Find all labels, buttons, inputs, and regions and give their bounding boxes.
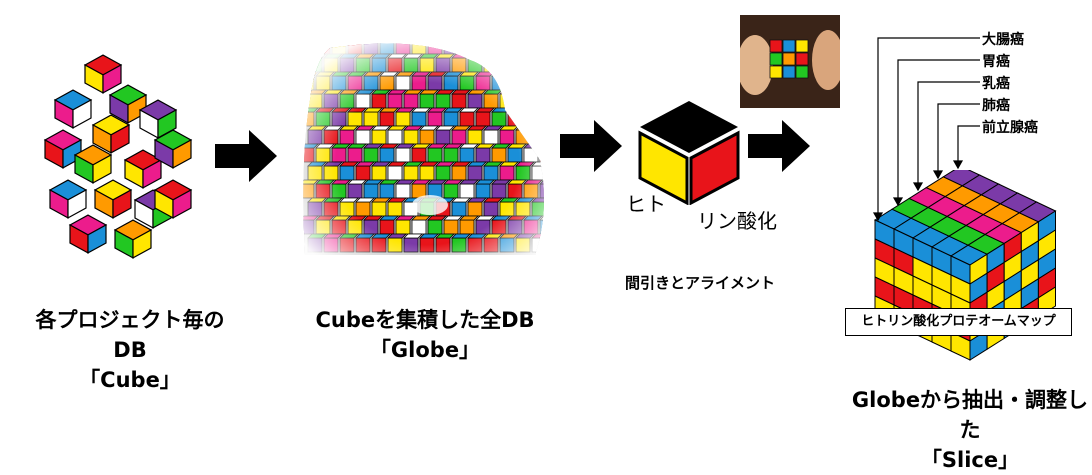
pointer-line [897, 59, 980, 205]
pointer-arrowhead [932, 170, 944, 180]
globe-cube [548, 234, 555, 252]
slice-caption: Globeから抽出・調整した 「Slice」 [850, 385, 1090, 475]
scattered-cube [73, 144, 113, 184]
globe-cube [531, 89, 545, 109]
cancer-label: 肺癌 [982, 98, 1010, 114]
arrow-right-icon [748, 120, 810, 172]
cube-icon [638, 101, 740, 205]
globe-cube [531, 53, 545, 73]
globe-cube [515, 89, 535, 109]
globe-cube [483, 53, 503, 73]
pointer-line [917, 81, 980, 190]
globe-caption: Cubeを集積した全DB 「Globe」 [305, 305, 545, 365]
cancer-label: 大腸癌 [982, 32, 1024, 48]
globe-cube [491, 43, 507, 55]
scattered-cube [68, 214, 108, 254]
pointer-arrowhead [872, 212, 884, 222]
scattered-cube [43, 129, 83, 169]
scattered-cube [113, 219, 153, 259]
cancer-pointer-lines [872, 37, 980, 222]
globe-cube [523, 43, 539, 55]
globe-cube [548, 90, 555, 108]
globe-cube [303, 43, 315, 55]
alignment-caption: 間引きとアライメント [625, 274, 776, 292]
globe-cube [515, 53, 535, 73]
pointer-line [957, 125, 980, 168]
cube-caption-line2: 「Cube」 [79, 368, 181, 392]
cancer-label: 乳癌 [982, 76, 1010, 92]
globe-cube [548, 54, 555, 72]
slice-caption-line1: Globeから抽出・調整した [851, 388, 1089, 442]
globe-cube [539, 143, 545, 163]
globe-cube [459, 43, 475, 55]
scattered-cube [138, 99, 178, 139]
globe-cube [507, 43, 523, 55]
globe-cube [548, 198, 555, 216]
globe-cube [523, 107, 543, 127]
arrow-right-icon [215, 130, 277, 182]
scattered-cube [48, 179, 88, 219]
pointer-arrowhead [892, 197, 904, 207]
slice-banner: ヒトリン酸化プロテオームマップ [845, 308, 1072, 336]
scattered-cubes-illustration [43, 54, 193, 259]
globe-caption-line1: Cubeを集積した全DB [315, 308, 535, 332]
pointer-line [937, 103, 980, 178]
globe-cube [539, 43, 545, 55]
globe-cube [475, 43, 491, 55]
pointer-line [877, 37, 980, 220]
face-label-human: ヒト [626, 192, 666, 216]
globe-illustration [303, 43, 555, 256]
cancer-label: 胃癌 [982, 54, 1010, 70]
globe-caption-line2: 「Globe」 [369, 338, 481, 362]
scattered-cube [83, 54, 123, 94]
scattered-cube [53, 89, 93, 129]
pointer-arrowhead [952, 160, 964, 170]
pointer-arrowhead [912, 182, 924, 192]
globe-cube [548, 126, 555, 144]
scattered-cube [91, 114, 131, 154]
globe-cube [539, 71, 545, 91]
arrow-right-icon [560, 120, 622, 172]
globe-cube [523, 71, 543, 91]
scattered-cube [123, 149, 163, 189]
cube-cluster [43, 54, 193, 259]
rubiks-photo [740, 15, 840, 108]
face-label-phospho: リン酸化 [697, 209, 777, 233]
scattered-cube [93, 179, 133, 219]
globe-cube [539, 107, 545, 127]
globe-cube [499, 53, 519, 73]
cube-caption: 各プロジェクト毎のDB 「Cube」 [20, 305, 240, 395]
globe-cube [507, 71, 527, 91]
cancer-label: 前立腺癌 [982, 120, 1038, 136]
slice-caption-line2: 「Slice」 [920, 448, 1020, 472]
globe-cube [531, 125, 545, 145]
scattered-cube [153, 129, 193, 169]
globe-cube [548, 162, 555, 180]
cube-caption-line1: 各プロジェクト毎のDB [35, 308, 225, 362]
scattered-cube [153, 179, 193, 219]
